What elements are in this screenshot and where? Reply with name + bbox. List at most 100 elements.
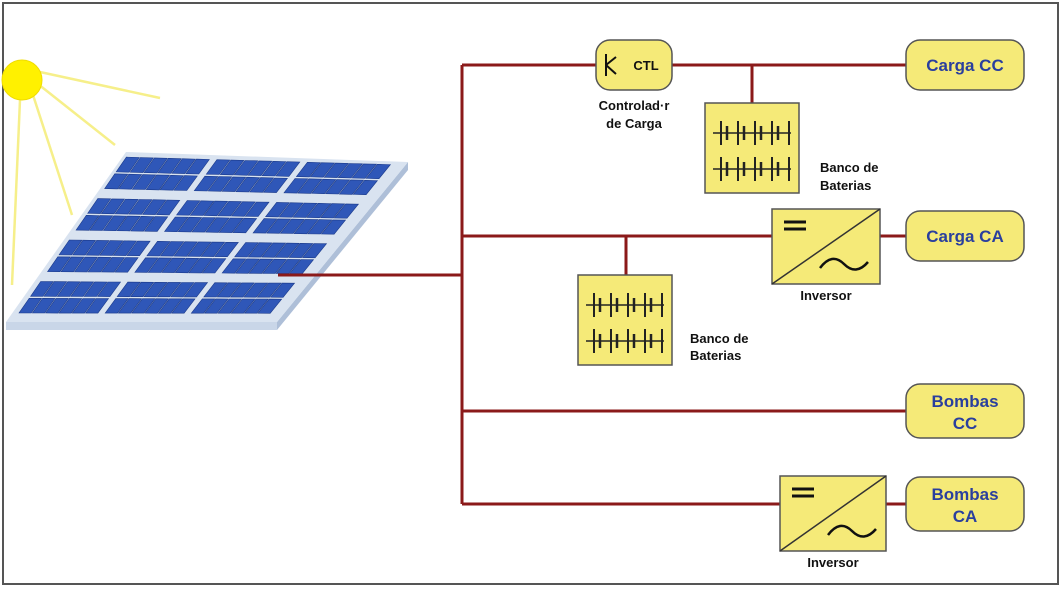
solar-cell <box>203 200 229 217</box>
inverter-icon <box>771 208 881 285</box>
load-bombas-ca-label-line1: Bombas <box>931 485 998 504</box>
solar-cell <box>235 258 260 274</box>
solar-cell <box>283 178 309 194</box>
solar-cell <box>256 282 282 298</box>
charge-controller: CTL Controlad·r de Carga <box>595 39 673 131</box>
solar-cell <box>311 178 337 195</box>
solar-cell <box>131 298 156 314</box>
solar-cell <box>324 179 351 195</box>
solar-cell <box>216 282 242 298</box>
solar-cell <box>234 242 259 258</box>
solar-cell <box>221 258 247 274</box>
solar-cell <box>99 240 124 256</box>
solar-cell <box>176 200 201 216</box>
solar-cell <box>288 242 314 258</box>
solar-cell <box>104 298 129 314</box>
solar-cell <box>219 159 245 176</box>
solar-cell <box>235 176 261 193</box>
solar-cell <box>201 258 227 274</box>
solar-cell <box>205 217 230 233</box>
solar-cell <box>75 214 100 231</box>
solar-cell <box>171 298 196 314</box>
solar-cell <box>70 281 95 297</box>
controller-caption-line1: Controlad·r <box>599 98 670 113</box>
solar-cell <box>100 198 125 215</box>
solar-cell <box>43 281 68 297</box>
battery-bank-middle-caption-line1: Banco de <box>690 331 749 346</box>
solar-cell <box>278 202 304 218</box>
solar-cell <box>97 281 122 297</box>
load-bombas-cc-label-line2: CC <box>953 414 978 433</box>
solar-cell <box>131 174 157 190</box>
solar-cell <box>164 216 189 233</box>
solar-cell <box>173 175 198 191</box>
solar-cell <box>320 219 347 235</box>
solar-cell <box>71 298 96 314</box>
solar-cell <box>233 160 259 176</box>
solar-cell <box>74 256 98 273</box>
solar-cell <box>183 282 209 298</box>
solar-cell <box>117 298 143 314</box>
solar-cell <box>129 157 154 173</box>
solar-cell <box>191 217 216 233</box>
solar-panel-icon <box>6 152 408 330</box>
solar-cell <box>47 256 71 273</box>
solar-cell <box>161 257 186 273</box>
solar-cell <box>243 282 269 298</box>
solar-cell <box>177 216 203 233</box>
solar-cell <box>306 202 332 219</box>
solar-cell <box>173 241 198 257</box>
inverter-top: Inversor <box>771 208 881 303</box>
solar-cell <box>337 163 364 179</box>
charge-controller-icon <box>605 54 617 76</box>
solar-cell <box>144 298 169 314</box>
solar-cell <box>297 178 323 194</box>
solar-cell <box>87 198 112 214</box>
solar-cell <box>159 174 184 191</box>
battery-bank-middle: Banco de Baterias <box>577 274 749 366</box>
solar-cell <box>185 158 210 175</box>
load-bombas-ca-label-line2: CA <box>953 507 978 526</box>
battery-bank-top-caption-line2: Baterias <box>820 178 871 193</box>
solar-cell <box>142 199 167 215</box>
solar-cell <box>101 257 126 273</box>
controller-symbol-label: CTL <box>633 58 658 73</box>
solar-cell <box>207 176 233 192</box>
solar-cell <box>214 241 239 258</box>
solar-cell <box>157 298 183 314</box>
solar-cell <box>292 202 318 218</box>
load-bombas-ca: Bombas CA <box>905 476 1025 532</box>
solar-cell <box>130 215 155 232</box>
load-bombas-cc: Bombas CC <box>905 383 1025 439</box>
solar-cell <box>114 198 139 215</box>
solar-cell <box>104 173 129 190</box>
load-carga-cc: Carga CC <box>905 39 1025 91</box>
solar-cell <box>85 298 110 314</box>
solar-cell <box>218 217 244 233</box>
solar-cell <box>203 298 229 314</box>
solar-cell <box>170 282 195 298</box>
solar-cell <box>307 219 333 235</box>
solar-cell <box>58 298 83 314</box>
solar-cell <box>72 239 97 256</box>
solar-cell <box>247 160 273 176</box>
solar-cell <box>323 162 350 178</box>
solar-cell <box>263 177 288 193</box>
solar-cell <box>56 281 81 297</box>
solar-cell <box>248 258 274 274</box>
battery-icon <box>713 121 791 181</box>
solar-cell <box>338 179 365 195</box>
solar-cell <box>171 158 196 174</box>
solar-cell <box>130 281 155 298</box>
solar-cell <box>146 240 171 257</box>
solar-cell <box>229 282 255 298</box>
solar-cell <box>230 298 256 314</box>
controller-caption-line2: de Carga <box>606 116 662 131</box>
battery-bank-top: Banco de Baterias <box>704 102 879 194</box>
battery-bank-top-caption-line1: Banco de <box>820 160 879 175</box>
solar-cell <box>83 281 108 297</box>
solar-cell <box>156 282 182 298</box>
solar-cell <box>293 219 319 235</box>
solar-cell <box>45 298 69 314</box>
solar-cell <box>221 176 247 192</box>
